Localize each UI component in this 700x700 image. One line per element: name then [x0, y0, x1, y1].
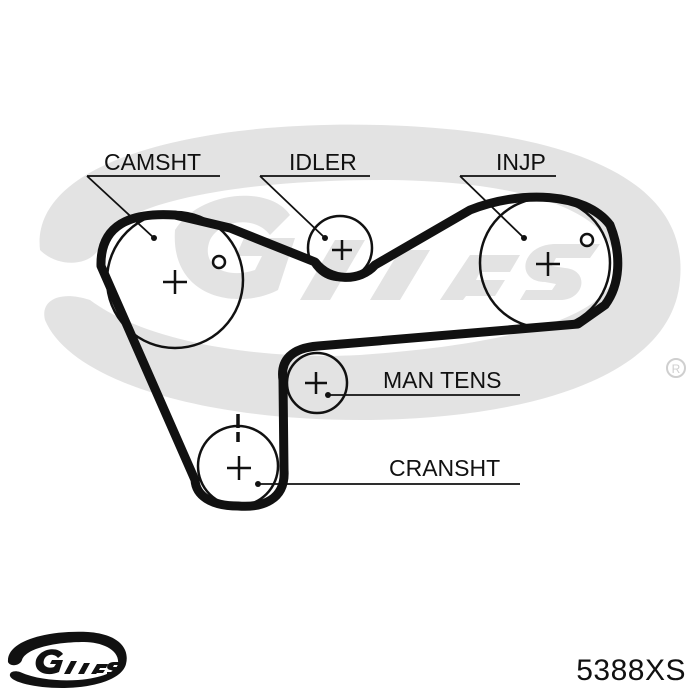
injection-pump-timing-mark-icon	[579, 232, 595, 248]
injp-leader-line	[459, 175, 556, 239]
leader-lines	[86, 175, 556, 485]
tensioner-center-plus-icon	[305, 372, 327, 394]
logo-letters-ates	[64, 661, 123, 674]
timing-belt	[96, 192, 623, 511]
idler-leader-line	[259, 175, 370, 239]
manual-tensioner-pulley	[285, 351, 349, 415]
part-number: 5388XS	[576, 654, 686, 687]
logo-letter-g	[35, 649, 63, 675]
camshaft-leader-line	[86, 175, 220, 239]
injection-pump-center-plus-icon	[536, 252, 560, 276]
camshaft-label: CAMSHT	[104, 149, 201, 175]
watermark-registered-mark	[666, 358, 686, 378]
camshaft-center-plus-icon	[163, 270, 187, 294]
idler-center-plus-icon	[332, 240, 352, 260]
watermark-swoosh	[39, 124, 681, 420]
crankshaft-center-plus-icon	[227, 456, 251, 480]
injection-pump-label: INJP	[496, 149, 546, 175]
logo-swoosh	[7, 631, 127, 688]
crankshaft-pulley	[196, 414, 280, 508]
camshaft-timing-mark-icon	[211, 254, 227, 270]
watermark-letters-ates	[300, 240, 600, 300]
manual-tensioner-label: MAN TENS	[383, 367, 501, 393]
gates-logo	[7, 631, 127, 688]
idler-label: IDLER	[289, 149, 357, 175]
watermark-registered-letter: R	[672, 362, 681, 376]
crankshaft-label: CRANSHT	[389, 455, 500, 481]
